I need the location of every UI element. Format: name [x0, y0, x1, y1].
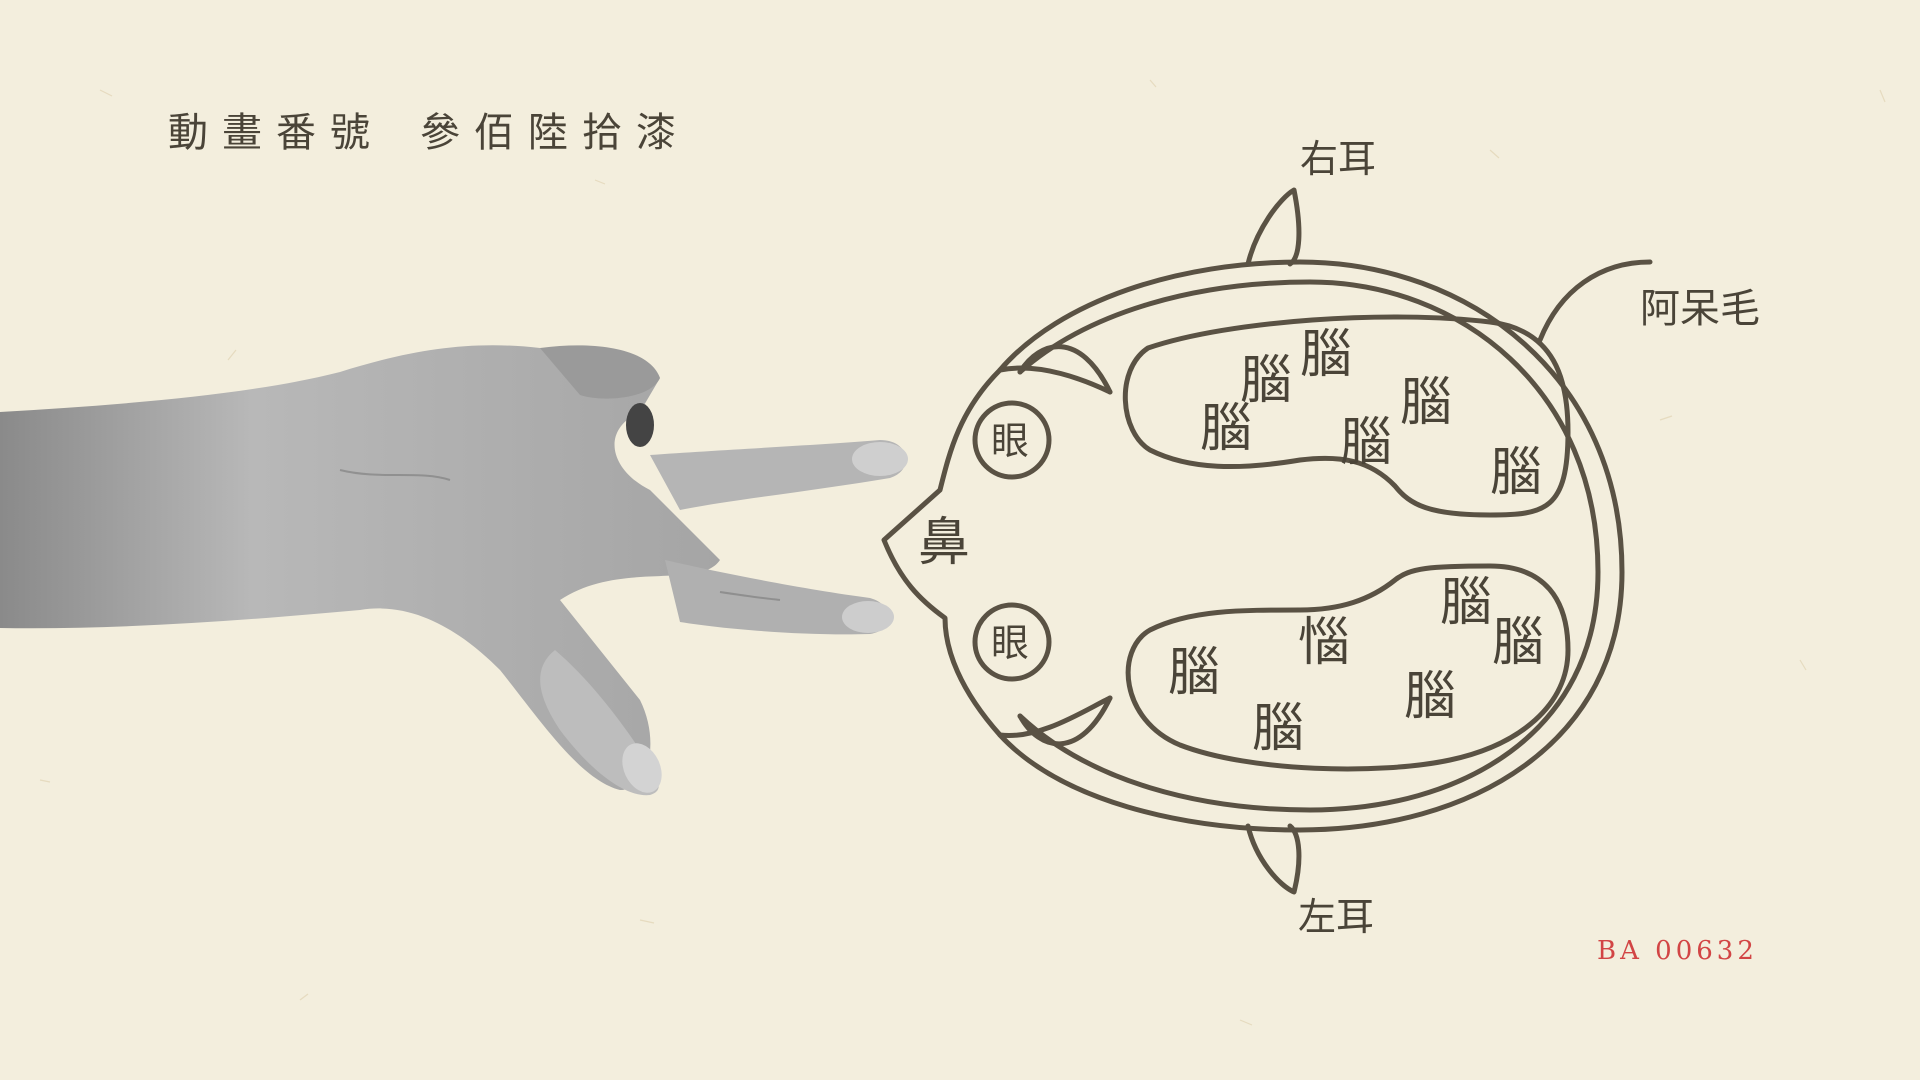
ahoge-strand	[1537, 259, 1653, 343]
eye-top-label: 眼	[991, 419, 1029, 463]
right-ear-shape	[1245, 187, 1302, 267]
eye-bottom-circle	[972, 602, 1052, 682]
brain-char: 腦	[1490, 443, 1542, 503]
left-ear-shape	[1245, 823, 1302, 895]
episode-title: 動畫番號參佰陸拾漆	[168, 100, 690, 158]
eye-bottom-label: 眼	[991, 621, 1029, 665]
head-outline	[881, 259, 1625, 833]
production-code: BA 00632	[1597, 936, 1758, 966]
right-ear-label: 右耳	[1300, 137, 1376, 181]
left-ear-label: 左耳	[1298, 895, 1374, 939]
brain-lower-lobe	[1125, 563, 1571, 772]
nose-label: 鼻	[918, 513, 970, 573]
skull-outline	[1017, 279, 1601, 813]
episode-label: 動畫番號	[168, 110, 384, 156]
brain-char: 腦	[1404, 667, 1456, 727]
brain-char: 腦	[1340, 413, 1392, 473]
episode-number: 參佰陸拾漆	[420, 110, 690, 156]
brain-char: 腦	[1252, 699, 1304, 759]
brain-char: 腦	[1240, 351, 1292, 411]
brain-char: 惱	[1298, 613, 1350, 673]
brain-upper-lobe	[1122, 314, 1571, 518]
brain-char: 腦	[1200, 399, 1252, 459]
brain-char: 腦	[1400, 373, 1452, 433]
brain-char: 腦	[1168, 643, 1220, 703]
brain-char: 腦	[1440, 573, 1492, 633]
eye-top-circle	[972, 400, 1052, 480]
brain-char: 腦	[1300, 325, 1352, 385]
brain-char: 腦	[1492, 613, 1544, 673]
ahoge-label: 阿呆毛	[1640, 286, 1760, 332]
